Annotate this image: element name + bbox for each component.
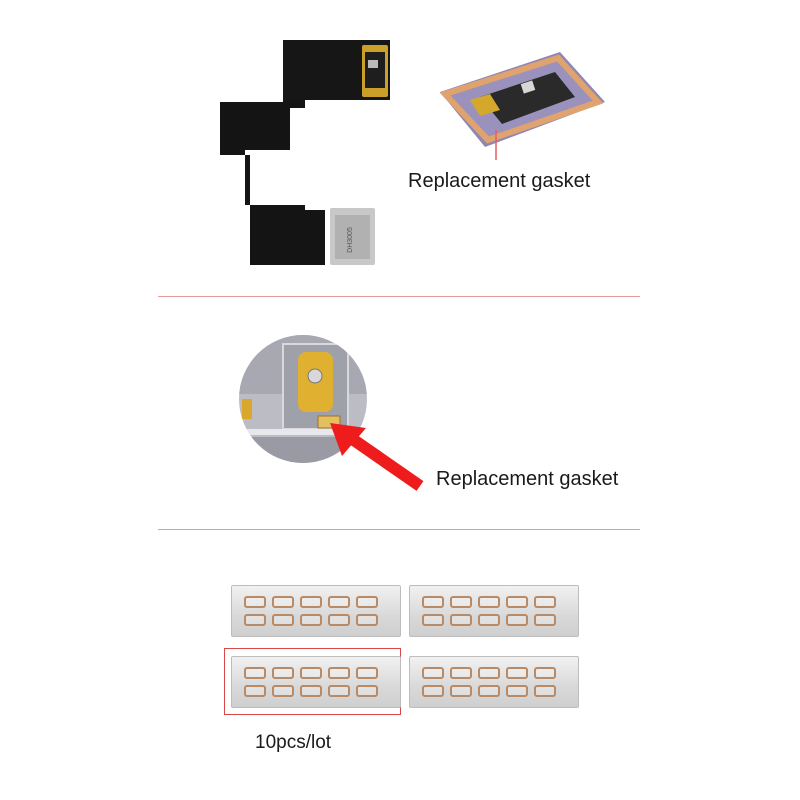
gasket-label-1: Replacement gasket <box>408 170 591 192</box>
gasket-on-chip-image <box>439 52 605 160</box>
flex-cable-image: DH3005 <box>220 40 390 265</box>
divider-1 <box>158 296 640 297</box>
section-zoom: Replacement gasket <box>0 300 800 525</box>
gasket-sheet <box>231 585 401 637</box>
section-flex-cable: DH3005 Replacement gasket <box>0 0 800 290</box>
gasket-label-2: Replacement gasket <box>436 468 619 490</box>
svg-text:DH3005: DH3005 <box>347 227 354 253</box>
gasket-sheet <box>231 656 401 708</box>
section-gasket-sheets: 10pcs/lot <box>0 535 800 800</box>
gasket-sheet <box>409 585 579 637</box>
zoomed-circle-image <box>239 335 367 463</box>
gasket-sheet <box>409 656 579 708</box>
quantity-caption: 10pcs/lot <box>255 732 332 753</box>
divider-2 <box>158 529 640 530</box>
red-arrow <box>330 423 424 491</box>
